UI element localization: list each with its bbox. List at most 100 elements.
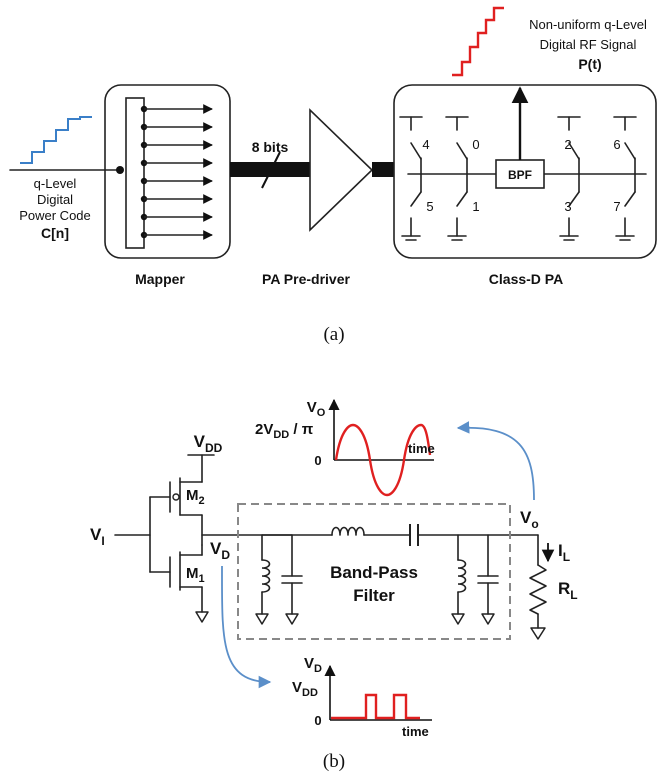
svg-text:Vo: Vo [520,508,539,531]
svg-text:VO: VO [307,399,326,419]
svg-text:2VDD / π: 2VDD / π [255,421,314,441]
vi-label-sub: I [101,534,104,548]
predriver-label: PA Pre-driver [262,271,350,287]
output-staircase-icon [452,6,504,77]
pa-switches [399,116,637,241]
inverter-stage [114,454,215,613]
svg-text:IL: IL [558,541,570,564]
vd-label: V [210,539,222,558]
vi-label: V [90,525,102,544]
band-pass-filter-box [237,503,511,640]
square-waveform [331,693,420,720]
svg-text:M1: M1 [186,565,205,585]
sine-amp-sub: DD [273,429,289,441]
m2-gate-bubble [172,493,180,501]
switch-number-4: 4 [422,137,429,152]
vd-label-sub: D [221,548,230,562]
m1-label-sub: 1 [199,573,205,585]
svg-text:M2: M2 [186,487,205,507]
vdd-label-sub: DD [205,441,223,455]
predriver-output-bus [372,162,394,177]
series-inductor-icon [331,526,365,536]
svg-text:VD: VD [304,655,322,675]
vo-to-plot-arrow [456,421,535,501]
svg-text:RL: RL [558,579,578,602]
bus-label: 8 bits [252,139,289,155]
svg-text:VDD: VDD [292,679,318,699]
right-shunt-lc [457,534,499,615]
ground-icon-4 [481,613,495,625]
sine-y-label: V [307,399,317,416]
switch-number-1: 1 [472,199,479,214]
square-y-label: V [304,655,314,672]
sine-y-label-sub: O [317,407,326,419]
series-capacitor-icon [409,524,419,546]
predriver-triangle [309,108,374,232]
sine-waveform [334,423,432,497]
output-symbol: P(t) [578,56,601,72]
square-y-label-sub: D [314,663,322,675]
m1-ground-icon [195,611,209,623]
output-label-2: Digital RF Signal [540,37,637,52]
il-label: I [558,541,563,560]
bus-slash [261,151,281,189]
input-label-2: Digital [37,192,73,207]
sine-zero-label: 0 [314,453,321,468]
ground-icon-3 [451,613,465,625]
il-label-sub: L [563,550,570,564]
svg-text:VDD: VDD [194,432,223,455]
svg-text:VI: VI [90,525,105,548]
vdd-label: V [194,432,206,451]
mapper-label: Mapper [135,271,185,287]
sine-amp-label-2: / π [289,421,314,438]
switch-number-2: 2 [564,137,571,152]
square-time-label: time [402,724,429,739]
caption-a: (a) [323,324,344,345]
input-label-1: q-Level [34,176,77,191]
sine-time-label: time [408,441,435,456]
square-level-label: V [292,679,302,696]
left-shunt-lc [261,534,303,615]
input-staircase-icon [20,116,92,164]
switch-number-5: 5 [426,199,433,214]
ground-icon-1 [255,613,269,625]
mapper-block [104,84,231,259]
m1-label: M [186,565,199,582]
square-level-sub: DD [302,687,318,699]
bpf-label: BPF [508,168,532,182]
switch-number-7: 7 [613,199,620,214]
svg-text:VD: VD [210,539,230,562]
bus-8bit [230,162,310,177]
load-ground-icon [530,627,546,640]
sine-plot: VO 2VDD / π 0 time [255,398,435,497]
input-label-3: Power Code [19,208,91,223]
figure-a: q-Level Digital Power Code C[n] Mapper 8… [9,6,657,345]
caption-b: (b) [323,751,345,772]
mapper-inner-bar [125,97,145,249]
input-junction [116,166,124,174]
switch-number-6: 6 [613,137,620,152]
ground-icon-2 [285,613,299,625]
pa-label: Class-D PA [489,271,563,287]
switch-number-0: 0 [472,137,479,152]
load-resistor-icon [529,534,547,629]
m2-label: M [186,487,199,504]
sine-amp-label: 2V [255,421,273,438]
input-symbol: C[n] [41,225,69,241]
switch-number-3: 3 [564,199,571,214]
pa-block [393,84,657,259]
rl-label-sub: L [570,588,577,602]
figure-b: VO 2VDD / π 0 time [90,398,578,772]
filter-label-2: Filter [353,586,395,605]
filter-label-1: Band-Pass [330,563,418,582]
m2-label-sub: 2 [199,495,205,507]
mapper-output-arrows [140,104,213,240]
square-plot: VD VDD 0 time [292,655,432,739]
vd-to-plot-arrow [221,565,272,689]
output-label-1: Non-uniform q-Level [529,17,647,32]
vo-label: V [520,508,532,527]
rl-label: R [558,579,570,598]
vo-label-sub: o [531,517,538,531]
square-zero-label: 0 [314,713,321,728]
